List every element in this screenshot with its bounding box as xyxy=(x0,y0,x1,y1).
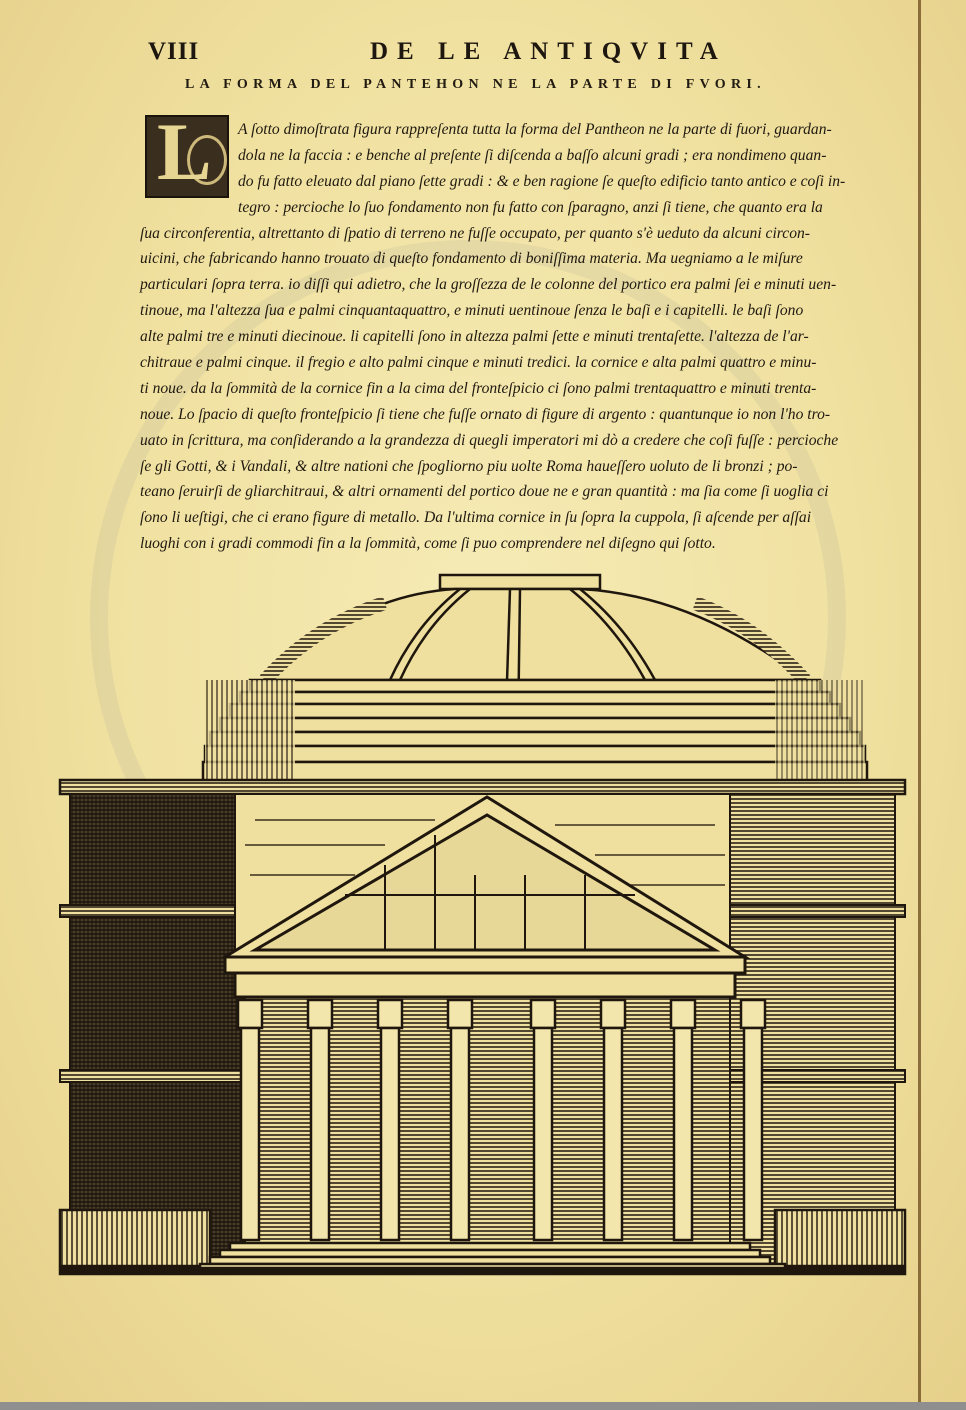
text-line: ti noue. da la ſommità de la cornice fin… xyxy=(140,379,817,397)
book-title: DE LE ANTIQVITA xyxy=(370,38,727,65)
page-folio: VIII xyxy=(148,38,200,65)
text-line: particulari ſopra terra. io diſſi qui ad… xyxy=(140,276,837,294)
viewer-bottom-bar xyxy=(0,1402,966,1410)
running-head: VIII DE LE ANTIQVITA xyxy=(148,38,868,68)
text-line: tinoue, ma l'altezza ſua e palmi cinquan… xyxy=(140,302,804,320)
text-line: uicini, che fabricando hanno trouato di … xyxy=(140,250,803,268)
text-line: tegro : percioche lo ſuo fondamento non … xyxy=(238,198,823,216)
pantheon-woodcut-illustration xyxy=(58,573,907,1276)
text-line: ſua circonferentia, altrettanto di ſpati… xyxy=(140,224,810,242)
text-line: alte palmi tre e minuti diecinoue. li ca… xyxy=(140,328,809,346)
decorated-initial: L xyxy=(145,115,229,198)
initial-letter: L xyxy=(157,115,212,197)
chapter-title: LA FORMA DEL PANTEHON NE LA PARTE DI FVO… xyxy=(185,77,766,92)
pediment xyxy=(219,795,751,999)
text-line: teano ſeruirſi de gliarchitraui, & altri… xyxy=(140,483,829,501)
front-steps xyxy=(58,1208,907,1276)
dome-step-rings xyxy=(201,678,869,786)
initial-ornament-icon xyxy=(187,135,227,185)
text-line: A ſotto dimoſtrata figura rappreſenta tu… xyxy=(238,121,832,138)
text-line: chitraue e palmi cinque. il fregio e alt… xyxy=(140,354,817,372)
text-line: do fu fatto eleuato dal piano ſette grad… xyxy=(238,172,846,190)
portico-colonnade xyxy=(236,996,767,1248)
text-line: ſe gli Gotti, & i Vandali, & altre natio… xyxy=(140,457,798,475)
text-line: ſono li ueſtigi, che ci erano figure di … xyxy=(140,509,812,527)
text-line: luoghi con i gradi commodi fin a la ſomm… xyxy=(140,535,716,553)
text-line: dola ne la faccia : e benche al preſente… xyxy=(238,146,827,164)
text-line: noue. Lo ſpacio di queſto fronteſpicio ſ… xyxy=(140,405,831,423)
body-text: A ſotto dimoſtrata figura rappreſenta tu… xyxy=(140,117,858,557)
text-line: uato in ſcrittura, ma conſiderando a la … xyxy=(140,431,839,449)
